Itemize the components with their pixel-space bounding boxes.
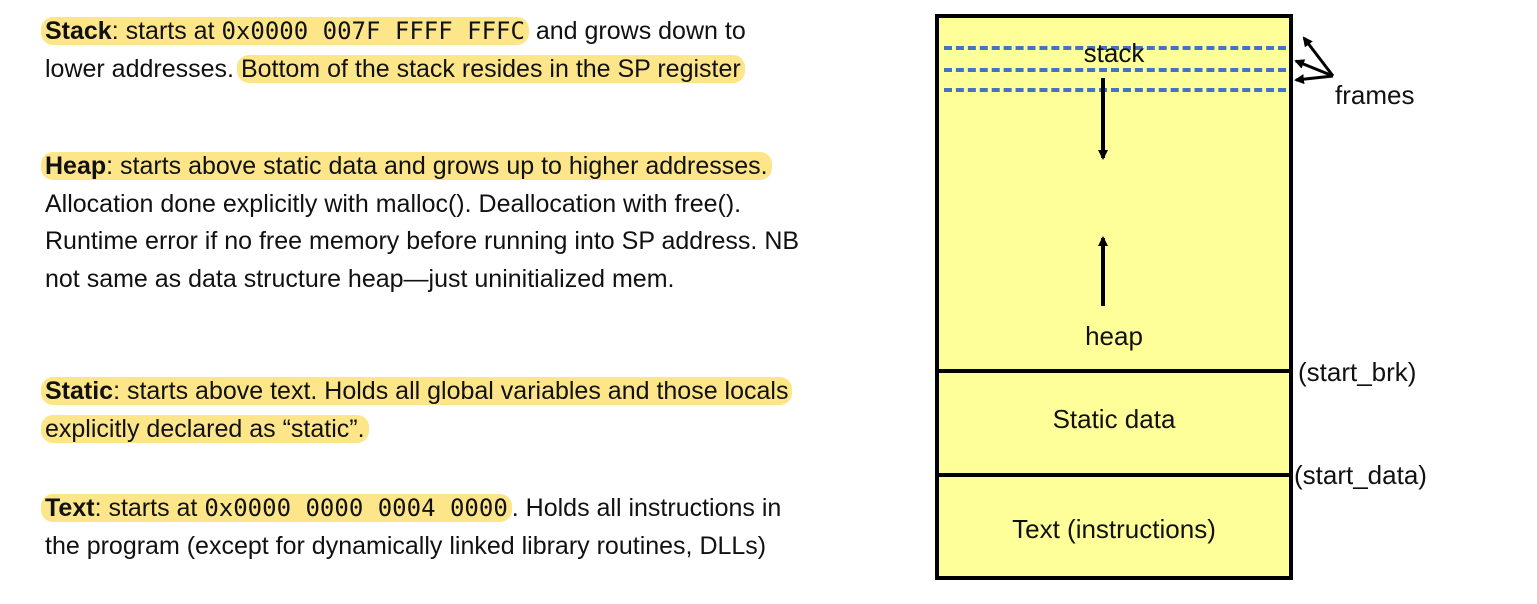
stack-highlight: Stack: starts at 0x0000 007F FFFF FFFC [41, 17, 529, 45]
text-highlight: Text: starts at 0x0000 0000 0004 0000 [41, 494, 512, 522]
stack-label: stack [1083, 38, 1145, 68]
static-highlight-text: : starts above text. Holds all global va… [45, 377, 789, 443]
heap-rest-text: Allocation done explicitly with malloc()… [45, 189, 800, 293]
memory-layout-diagram: stack heap Static data Text (instruction… [935, 14, 1293, 580]
text-term: Text [45, 494, 95, 522]
start-data-label: (start_data) [1294, 460, 1427, 490]
stack-frame-line-1 [944, 46, 1286, 50]
static-paragraph: Static: starts above text. Holds all glo… [41, 373, 805, 448]
static-data-label: Static data [1052, 404, 1176, 434]
heap-highlight-text: : starts above static data and grows up … [106, 152, 768, 180]
text-rest-text: . Holds all instructions in the program … [45, 494, 782, 560]
stack-frame-line-3 [944, 88, 1286, 92]
text-intro: : starts at [94, 494, 205, 522]
stack-frame-line-2 [944, 68, 1286, 72]
text-paragraph: Text: starts at 0x0000 0000 0004 0000. H… [41, 490, 805, 565]
stack-intro: : starts at [111, 17, 222, 45]
heap-paragraph: Heap: starts above static data and grows… [41, 148, 805, 298]
text-region-label: Text (instructions) [1012, 514, 1216, 544]
text-start-address: 0x0000 0000 0004 0000 [204, 494, 508, 522]
frame-pointer-arrow-2 [1294, 59, 1334, 78]
heap-label: heap [1085, 321, 1143, 351]
stack-term: Stack [45, 17, 112, 45]
stack-start-address: 0x0000 007F FFFF FFFC [221, 17, 525, 45]
frame-pointer-arrow-3 [1294, 74, 1334, 85]
stack-grows-text: and grows down to lower addresses. [45, 17, 746, 83]
static-text-boundary [939, 473, 1289, 477]
heap-term: Heap [45, 152, 107, 180]
heap-static-boundary [939, 369, 1289, 373]
start-brk-label: (start_brk) [1298, 357, 1417, 387]
stack-paragraph: Stack: starts at 0x0000 007F FFFF FFFC a… [41, 13, 805, 88]
frames-label: frames [1335, 80, 1415, 110]
stack-sp-highlight: Bottom of the stack resides in the SP re… [236, 54, 745, 83]
heap-highlight: Heap: starts above static data and grows… [41, 152, 772, 180]
frame-pointer-arrow-1 [1302, 36, 1335, 77]
static-term: Static [45, 377, 114, 405]
